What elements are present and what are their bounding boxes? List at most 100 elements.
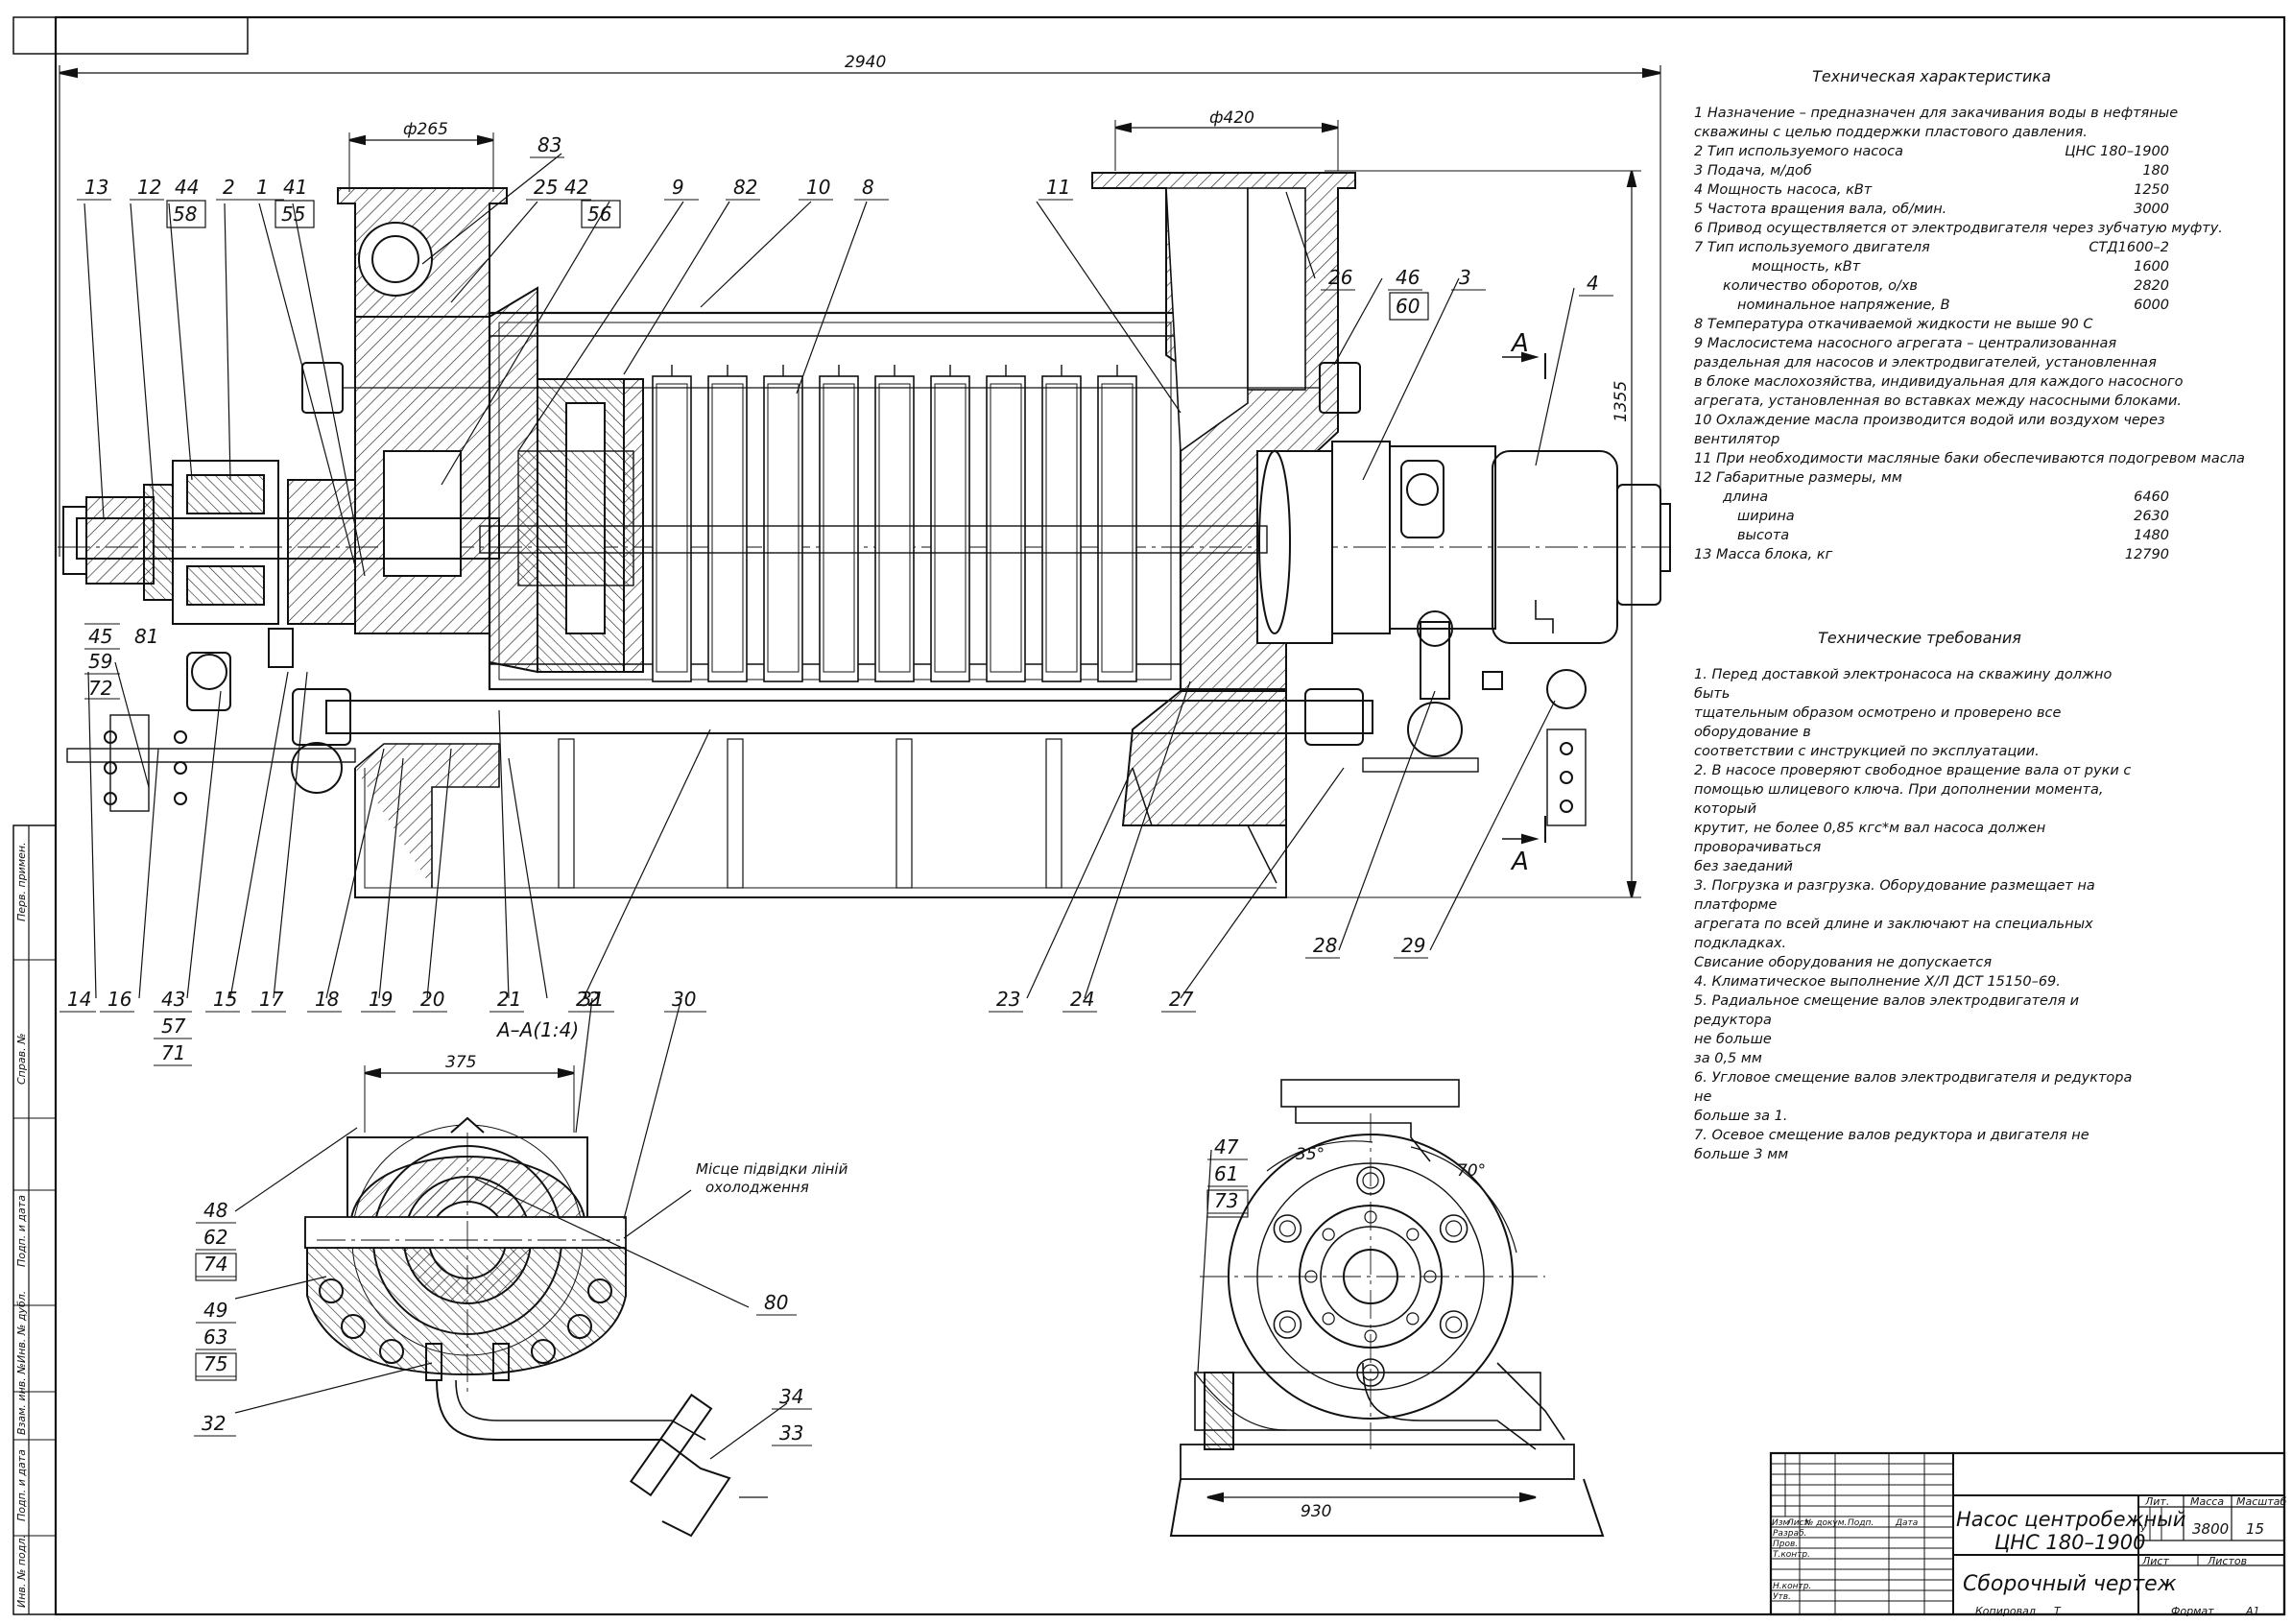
tech-spec-line: раздельная для насосов и электродвигател… bbox=[1694, 353, 2169, 372]
callout-number: 74 bbox=[203, 1253, 227, 1276]
tech-spec-line: 13 Масса блока, кг 12790 bbox=[1694, 545, 2169, 564]
leader-lines-section bbox=[234, 997, 788, 1498]
title-row-label: Н.контр. bbox=[1773, 1582, 1811, 1591]
callout-number: 72 bbox=[88, 677, 112, 700]
cooling-note-line2: охолодження bbox=[705, 1179, 809, 1196]
tech-spec-text: агрегата, установленная во вставках межд… bbox=[1694, 394, 2183, 409]
tech-spec-line: вентилятор bbox=[1694, 430, 2169, 449]
lit-value: У bbox=[2140, 1524, 2147, 1535]
tech-spec-value: 1480 bbox=[2134, 528, 2169, 543]
tech-spec-line: высота 1480 bbox=[1694, 526, 2169, 545]
main-section-view bbox=[58, 65, 1671, 898]
callout-number: 16 bbox=[107, 988, 131, 1011]
tech-spec-line: 10 Охлаждение масла производится водой и… bbox=[1694, 411, 2169, 430]
callout-number: 3 bbox=[1459, 266, 1471, 289]
tech-req-line: соответствии с инструкцией по эксплуатац… bbox=[1694, 744, 2040, 759]
tech-spec-text: 4 Мощность насоса, кВт bbox=[1694, 182, 1873, 198]
callout-number: 63 bbox=[203, 1325, 227, 1349]
tech-spec-text: 7 Тип используемого двигателя bbox=[1694, 240, 1930, 255]
title-row-label: Утв. bbox=[1773, 1592, 1791, 1602]
side-label: Справ. № bbox=[15, 1033, 28, 1085]
tech-req-line: агрегата по всей длине и заключают на сп… bbox=[1694, 917, 2093, 951]
scale-label: Масштаб bbox=[2236, 1495, 2286, 1508]
tech-req-line: 4. Климатическое выполнение Х/Л ДСТ 1515… bbox=[1694, 974, 2061, 990]
copied-label: Копировал bbox=[1975, 1605, 2036, 1617]
document-type: Сборочный чертеж bbox=[1963, 1572, 2177, 1596]
section-letter-a: A bbox=[1510, 329, 1529, 358]
cooling-note-line1: Місце підвідки ліній bbox=[696, 1160, 848, 1178]
callout-number: 21 bbox=[497, 988, 521, 1011]
section-letter-a: A bbox=[1510, 848, 1529, 876]
tech-spec-text: номинальное напряжение, В bbox=[1737, 298, 1950, 313]
callout-number: 11 bbox=[1046, 176, 1070, 199]
scale-value: 15 bbox=[2246, 1520, 2264, 1538]
tech-req-line: крутит, не более 0,85 кгс*м вал насоса д… bbox=[1694, 821, 2046, 855]
callout-number: 9 bbox=[672, 176, 684, 199]
callout-number: 45 bbox=[88, 625, 112, 648]
tech-req-line: тщательным образом осмотрено и проверено… bbox=[1694, 705, 2062, 740]
tech-spec-text: длина bbox=[1723, 490, 1769, 505]
tech-spec-line: 9 Маслосистема насосного агрегата – цент… bbox=[1694, 334, 2169, 353]
copied-mark: Т bbox=[2054, 1605, 2062, 1617]
tech-spec-text: в блоке маслохозяйства, индивидуальная д… bbox=[1694, 374, 2184, 390]
side-label: Взам. инв. № bbox=[15, 1363, 28, 1435]
tech-spec-text: высота bbox=[1737, 528, 1790, 543]
callout-number: 1 bbox=[256, 176, 269, 199]
title-block-frame bbox=[1769, 1451, 2286, 1616]
technical-requirements: Технические требования 1. Перед доставко… bbox=[1694, 629, 2145, 1164]
tech-spec-value: 6000 bbox=[2134, 298, 2169, 313]
callout-number: 34 bbox=[779, 1385, 803, 1408]
callout-number: 15 bbox=[213, 988, 237, 1011]
tech-spec-text: раздельная для насосов и электродвигател… bbox=[1694, 355, 2157, 370]
tech-spec-text: 5 Частота вращения вала, об/мин. bbox=[1694, 202, 1947, 217]
side-label: Перв. примен. bbox=[15, 842, 28, 921]
tech-req-line: за 0,5 мм bbox=[1694, 1051, 1762, 1066]
callout-number: 8 bbox=[862, 176, 874, 199]
tech-spec-line: скважины с целью поддержки пластового да… bbox=[1694, 123, 2169, 142]
tech-spec-value: 12790 bbox=[2124, 547, 2169, 562]
sheet-frame bbox=[12, 15, 2286, 1616]
callout-number: 71 bbox=[161, 1041, 185, 1064]
tech-spec-line: 1 Назначение – предназначен для закачива… bbox=[1694, 104, 2178, 123]
callout-number: 22 bbox=[576, 988, 600, 1011]
side-label: Подп. и дата bbox=[15, 1449, 28, 1521]
callout-number: 42 bbox=[564, 176, 588, 199]
callout-number: 33 bbox=[779, 1421, 803, 1445]
tech-spec-value: 1600 bbox=[2134, 259, 2169, 275]
section-title: A–A(1:4) bbox=[495, 1018, 579, 1041]
tech-req-line: Свисание оборудования не допускается bbox=[1694, 955, 1993, 970]
lit-label: Лит. bbox=[2144, 1495, 2169, 1508]
tech-spec-line: номинальное напряжение, В 6000 bbox=[1694, 296, 2169, 315]
tech-spec-text: 9 Маслосистема насосного агрегата – цент… bbox=[1694, 336, 2117, 351]
format-value: А1 bbox=[2245, 1605, 2260, 1617]
title-col-header: Дата bbox=[1895, 1518, 1918, 1528]
side-label: Подп. и дата bbox=[15, 1195, 28, 1267]
tech-spec-text: 11 При необходимости масляные баки обесп… bbox=[1694, 451, 2245, 466]
callout-number: 29 bbox=[1401, 934, 1425, 957]
callout-number: 83 bbox=[537, 133, 561, 156]
tech-spec-line: 12 Габаритные размеры, мм bbox=[1694, 468, 2169, 488]
callout-number-boxed: 58 bbox=[173, 203, 197, 226]
tech-spec-value: ЦНС 180–1900 bbox=[2065, 144, 2169, 159]
callout-number: 20 bbox=[420, 988, 444, 1011]
tech-spec-line: 11 При необходимости масляные баки обесп… bbox=[1694, 449, 2245, 468]
tech-req-line: помощью шлицевого ключа. При дополнении … bbox=[1694, 782, 2104, 817]
tech-spec-line: 8 Температура откачиваемой жидкости не в… bbox=[1694, 315, 2169, 334]
callout-number-boxed: 60 bbox=[1396, 295, 1420, 318]
title-row-label: Разраб. bbox=[1773, 1529, 1806, 1539]
callout-number: 41 bbox=[283, 176, 307, 199]
callout-number: 10 bbox=[806, 176, 830, 199]
sheets-label: Листов bbox=[2207, 1555, 2247, 1567]
callout-number: 44 bbox=[175, 176, 199, 199]
side-label: Инв. № дубл. bbox=[15, 1291, 28, 1363]
tech-spec-text: 13 Масса блока, кг bbox=[1694, 547, 1833, 562]
callout-number: 49 bbox=[203, 1299, 227, 1322]
callout-number: 24 bbox=[1070, 988, 1094, 1011]
tech-spec-value: 1250 bbox=[2134, 182, 2169, 198]
callout-number: 23 bbox=[996, 988, 1020, 1011]
